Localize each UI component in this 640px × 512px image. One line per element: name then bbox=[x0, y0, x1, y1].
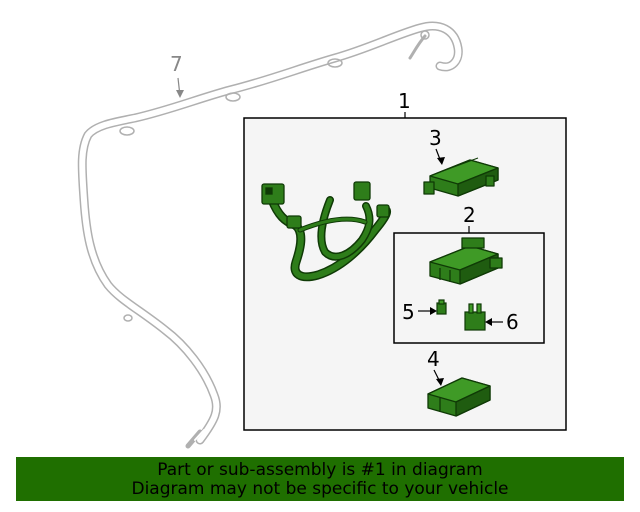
banner-line-1: Part or sub-assembly is #1 in diagram bbox=[157, 460, 483, 480]
banner-line-2: Diagram may not be specific to your vehi… bbox=[131, 479, 509, 499]
harness-connectors bbox=[261, 181, 390, 229]
relay-6 bbox=[464, 303, 486, 331]
callout-3: 3 bbox=[429, 126, 442, 150]
relay-module-3 bbox=[423, 157, 499, 197]
callout-1: 1 bbox=[398, 89, 411, 113]
callout-5-arrowhead bbox=[430, 307, 437, 315]
info-banner: Part or sub-assembly is #1 in diagram Di… bbox=[16, 457, 624, 501]
callout-2: 2 bbox=[463, 203, 476, 227]
fuse-block-2 bbox=[429, 237, 503, 285]
callout-4-arrowhead bbox=[436, 378, 444, 386]
fuse-5 bbox=[436, 299, 447, 315]
fuse-box-cover-4 bbox=[427, 377, 491, 417]
callout-6: 6 bbox=[506, 310, 519, 334]
callout-4: 4 bbox=[427, 347, 440, 371]
callout-3-arrowhead bbox=[437, 157, 445, 165]
callout-7-arrowhead bbox=[176, 90, 184, 98]
callout-5: 5 bbox=[402, 300, 415, 324]
callout-7: 7 bbox=[170, 52, 183, 76]
wiring-harness-7 bbox=[77, 21, 463, 449]
callout-6-arrowhead bbox=[485, 318, 492, 326]
